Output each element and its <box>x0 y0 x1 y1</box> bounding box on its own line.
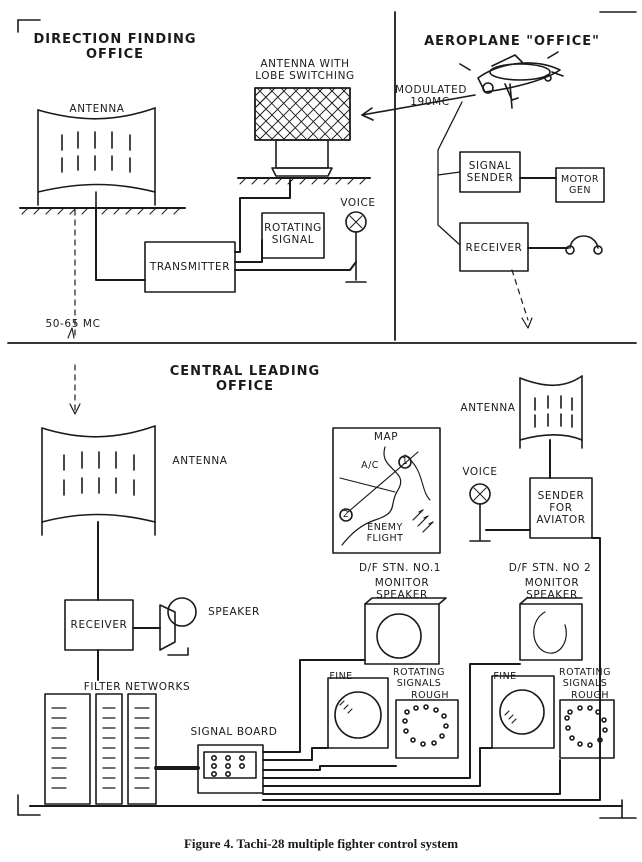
aeroplane-office-heading: AEROPLANE "OFFICE" <box>424 34 600 49</box>
rotating-signal-label-line-2: SIGNAL <box>271 234 315 246</box>
central-receiver-box <box>64 599 161 681</box>
aviator-voice-mic <box>469 483 531 542</box>
fine-2-label: FINE <box>493 671 517 682</box>
lobe-switching-antenna <box>237 87 371 185</box>
monitor-speaker-2-label: MONITOR SPEAKER <box>512 577 592 601</box>
section-dividers <box>7 11 637 819</box>
aeroplane-receiver-label: RECEIVER <box>465 242 523 254</box>
radio-path-dashed <box>74 209 529 411</box>
central-speaker-label: SPEAKER <box>208 606 260 618</box>
motor-gen-label: MOTOR GEN <box>556 174 604 196</box>
signal-board-label: SIGNAL BOARD <box>190 726 278 738</box>
lobe-antenna-label-line-2: LOBE SWITCHING <box>255 70 355 82</box>
transmitter-box <box>144 241 236 293</box>
rough-2-label: ROUGH <box>570 690 610 701</box>
aeroplane-receiver-box <box>459 222 569 272</box>
df-antenna <box>19 107 186 215</box>
central-office-heading-line-2: OFFICE <box>215 379 275 394</box>
map-panel <box>332 427 441 554</box>
df-voice-label: VOICE <box>340 197 376 209</box>
aviator-antenna-label: ANTENNA <box>460 402 516 414</box>
signal-sender-label-line-1: SIGNAL <box>468 160 512 172</box>
monitor-speaker-1-line-2: SPEAKER <box>376 589 428 601</box>
rotating-signals-1-line-1: ROTATING <box>393 667 445 678</box>
map-marker-1: 1 <box>401 456 409 467</box>
enemy-flight-label-line-2: FLIGHT <box>366 533 404 544</box>
sender-for-aviator-line-2: FOR <box>549 502 573 514</box>
headphones-icon <box>565 235 603 255</box>
sender-for-aviator-line-3: AVIATOR <box>536 514 586 526</box>
map-marker-2: 2 <box>342 509 350 520</box>
frequency-label: 50-65 MC <box>45 318 101 330</box>
rotating-signals-2-line-2: SIGNALS <box>562 678 608 689</box>
motor-gen-box <box>519 167 605 203</box>
modulated-label: MODULATED 190MC <box>395 84 468 108</box>
modulated-label-line-1: MODULATED <box>395 84 468 96</box>
df-stn-1-label: D/F STN. NO.1 <box>358 562 442 574</box>
filter-networks-label: FILTER NETWORKS <box>83 681 191 693</box>
signal-sender-label: SIGNAL SENDER <box>460 160 520 184</box>
central-speaker <box>159 597 197 656</box>
central-antenna-label: ANTENNA <box>172 455 228 467</box>
radio-link-arrow <box>361 94 476 121</box>
transmitter-label: TRANSMITTER <box>149 261 231 273</box>
motor-gen-label-line-2: GEN <box>569 185 591 196</box>
central-wiring <box>199 537 623 807</box>
enemy-flight-label-line-1: ENEMY <box>367 522 403 533</box>
central-office-heading: CENTRAL LEADING OFFICE <box>165 364 325 394</box>
sender-for-aviator-line-1: SENDER <box>537 490 585 502</box>
enemy-flight-label: ENEMY FLIGHT <box>355 522 415 544</box>
rotating-signals-2-label: ROTATING SIGNALS <box>550 667 620 689</box>
central-antenna <box>41 425 156 601</box>
monitor-speaker-2-line-2: SPEAKER <box>526 589 578 601</box>
df-office-heading: DIRECTION FINDING OFFICE <box>30 32 200 62</box>
monitor-speaker-2-line-1: MONITOR <box>524 577 580 589</box>
rotating-signal-box <box>261 212 325 259</box>
rotating-signals-1-line-2: SIGNALS <box>396 678 442 689</box>
filter-networks <box>29 693 201 807</box>
modulated-label-line-2: 190MC <box>410 96 450 108</box>
df-station-1 <box>327 597 459 759</box>
df-voice-mic <box>345 211 367 283</box>
df-office-heading-line-1: DIRECTION FINDING <box>33 32 197 47</box>
lobe-antenna-label-line-1: ANTENNA WITH <box>260 58 350 70</box>
signal-board <box>154 744 264 794</box>
rotating-signals-2-line-1: ROTATING <box>559 667 611 678</box>
rotating-signal-label: ROTATING SIGNAL <box>262 222 324 246</box>
df-stn-2-label: D/F STN. NO 2 <box>508 562 592 574</box>
sender-for-aviator-label: SENDER FOR AVIATOR <box>530 490 592 526</box>
df-wiring <box>95 179 357 281</box>
ac-label: A/C <box>361 460 379 471</box>
aeroplane-aerial <box>437 101 463 246</box>
rotating-signal-label-line-1: ROTATING <box>264 222 322 234</box>
df-antenna-label: ANTENNA <box>69 103 125 115</box>
monitor-speaker-1-line-1: MONITOR <box>374 577 430 589</box>
aeroplane <box>459 51 564 109</box>
central-office-heading-line-1: CENTRAL LEADING <box>169 364 321 379</box>
figure-caption: Figure 4. Tachi-28 multiple fighter cont… <box>183 836 459 851</box>
sender-for-aviator-box <box>529 477 593 539</box>
aviator-antenna <box>519 375 583 479</box>
motor-gen-label-line-1: MOTOR <box>560 174 600 185</box>
monitor-speaker-1-label: MONITOR SPEAKER <box>362 577 442 601</box>
map-label: MAP <box>373 431 399 443</box>
df-office-heading-line-2: OFFICE <box>85 47 145 62</box>
rotating-signals-1-label: ROTATING SIGNALS <box>384 667 454 689</box>
signal-sender-label-line-2: SENDER <box>466 172 514 184</box>
rough-1-label: ROUGH <box>410 690 450 701</box>
aviator-voice-label: VOICE <box>462 466 498 478</box>
lobe-antenna-label: ANTENNA WITH LOBE SWITCHING <box>250 58 360 82</box>
central-receiver-label: RECEIVER <box>70 619 128 631</box>
fine-1-label: FINE <box>329 671 353 682</box>
